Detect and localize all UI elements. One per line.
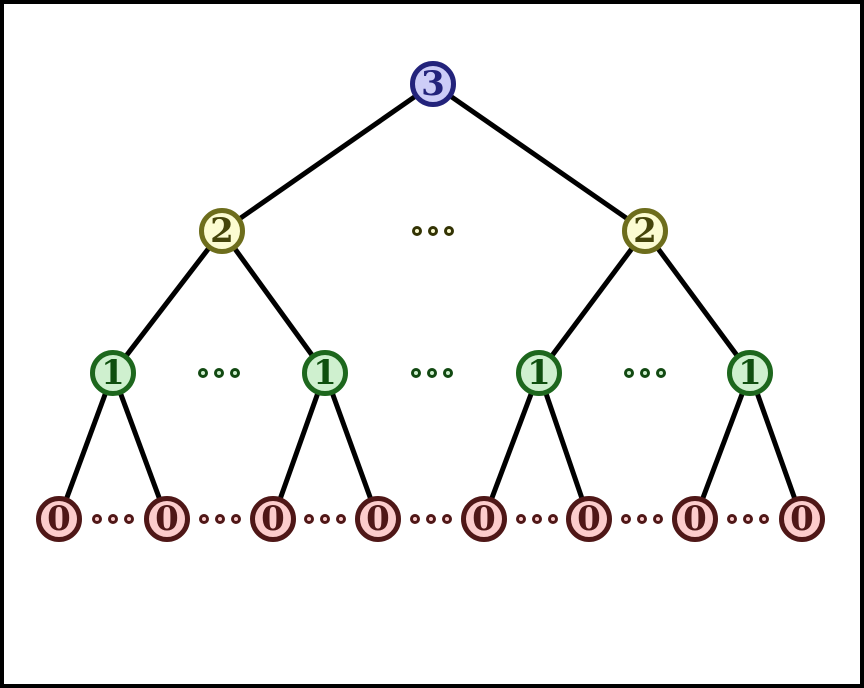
tree-node-n1c: 1: [516, 350, 562, 396]
ellipsis-dots: [410, 514, 452, 524]
ellipsis-dot: [320, 514, 330, 524]
ellipsis-dot: [199, 514, 209, 524]
ellipsis-dot: [92, 514, 102, 524]
tree-node-n0f: 0: [566, 496, 612, 542]
ellipsis-dots: [411, 368, 453, 378]
ellipsis-dots: [412, 226, 454, 236]
ellipsis-dot: [410, 514, 420, 524]
ellipsis-dot: [759, 514, 769, 524]
tree-edge: [747, 372, 805, 520]
ellipsis-dot: [198, 368, 208, 378]
ellipsis-dot: [427, 368, 437, 378]
tree-edge: [270, 372, 328, 520]
tree-edge: [111, 229, 224, 375]
ellipsis-dot: [637, 514, 647, 524]
ellipsis-dot: [215, 514, 225, 524]
ellipsis-dot: [532, 514, 542, 524]
ellipsis-dot: [108, 514, 118, 524]
ellipsis-dot: [231, 514, 241, 524]
ellipsis-dot: [124, 514, 134, 524]
ellipsis-dot: [443, 368, 453, 378]
ellipsis-dot: [428, 226, 438, 236]
tree-node-n0e: 0: [461, 496, 507, 542]
ellipsis-dot: [640, 368, 650, 378]
ellipsis-dot: [411, 368, 421, 378]
tree-node-n0c: 0: [250, 496, 296, 542]
ellipsis-dot: [653, 514, 663, 524]
tree-edge: [56, 372, 116, 520]
tree-edge: [219, 229, 328, 375]
ellipsis-dot: [624, 368, 634, 378]
ellipsis-dots: [198, 368, 240, 378]
ellipsis-dots: [516, 514, 558, 524]
ellipsis-dot: [426, 514, 436, 524]
ellipsis-dot: [727, 514, 737, 524]
ellipsis-dot: [444, 226, 454, 236]
ellipsis-dot: [412, 226, 422, 236]
ellipsis-dot: [516, 514, 526, 524]
tree-node-n2b: 2: [622, 208, 668, 254]
tree-edge: [536, 372, 592, 520]
tree-node-n1b: 1: [302, 350, 348, 396]
tree-edge: [642, 229, 753, 375]
ellipsis-dot: [214, 368, 224, 378]
ellipsis-dots: [727, 514, 769, 524]
ellipsis-dot: [656, 368, 666, 378]
tree-edge: [110, 372, 170, 520]
tree-edge: [431, 81, 647, 234]
tree-node-n0d: 0: [355, 496, 401, 542]
tree-node-n0a: 0: [36, 496, 82, 542]
ellipsis-dots: [304, 514, 346, 524]
tree-node-n2a: 2: [199, 208, 245, 254]
ellipsis-dot: [304, 514, 314, 524]
tree-node-n0g: 0: [672, 496, 718, 542]
tree-edge: [220, 81, 435, 234]
tree-edge: [322, 372, 381, 520]
ellipsis-dots: [621, 514, 663, 524]
ellipsis-dots: [92, 514, 134, 524]
tree-edge: [692, 372, 753, 520]
ellipsis-dot: [621, 514, 631, 524]
tree-edge: [536, 229, 648, 375]
tree-node-n1a: 1: [90, 350, 136, 396]
ellipsis-dots: [624, 368, 666, 378]
ellipsis-dot: [548, 514, 558, 524]
tree-node-n3: 3: [410, 61, 456, 107]
ellipsis-dot: [230, 368, 240, 378]
ellipsis-dots: [199, 514, 241, 524]
tree-edge: [481, 372, 542, 520]
ellipsis-dot: [442, 514, 452, 524]
ellipsis-dot: [336, 514, 346, 524]
tree-node-n0h: 0: [779, 496, 825, 542]
tree-node-n1d: 1: [727, 350, 773, 396]
ellipsis-dot: [743, 514, 753, 524]
tree-node-n0b: 0: [144, 496, 190, 542]
